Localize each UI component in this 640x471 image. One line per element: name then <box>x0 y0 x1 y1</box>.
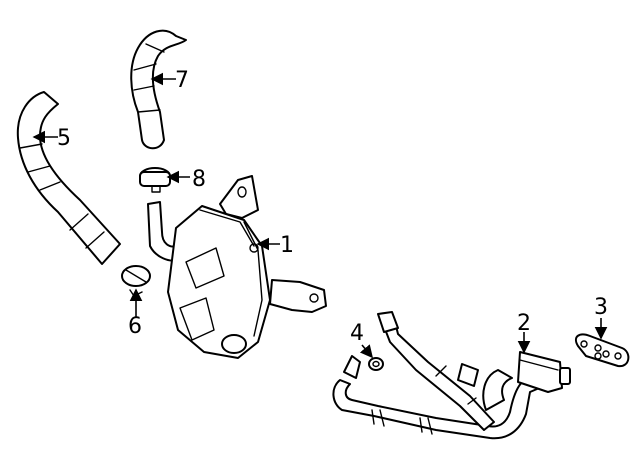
callout-2: 2 <box>517 311 531 336</box>
callout-5: 5 <box>57 126 71 151</box>
callout-1: 1 <box>280 233 294 258</box>
leader-lines <box>32 72 608 359</box>
hose-part-7[interactable] <box>130 29 187 150</box>
callout-4: 4 <box>350 321 364 346</box>
hose-part-5[interactable] <box>16 91 121 265</box>
oring-part-4[interactable] <box>368 357 384 371</box>
callout-7: 7 <box>175 68 189 93</box>
callout-8: 8 <box>192 167 206 192</box>
cooler-part-1[interactable] <box>147 175 327 359</box>
cooler-lines-part-2[interactable] <box>332 311 571 440</box>
clamp-part-8[interactable] <box>139 167 171 193</box>
callout-6: 6 <box>128 314 142 339</box>
gasket-part-3[interactable] <box>574 333 630 368</box>
callout-3: 3 <box>594 295 608 320</box>
